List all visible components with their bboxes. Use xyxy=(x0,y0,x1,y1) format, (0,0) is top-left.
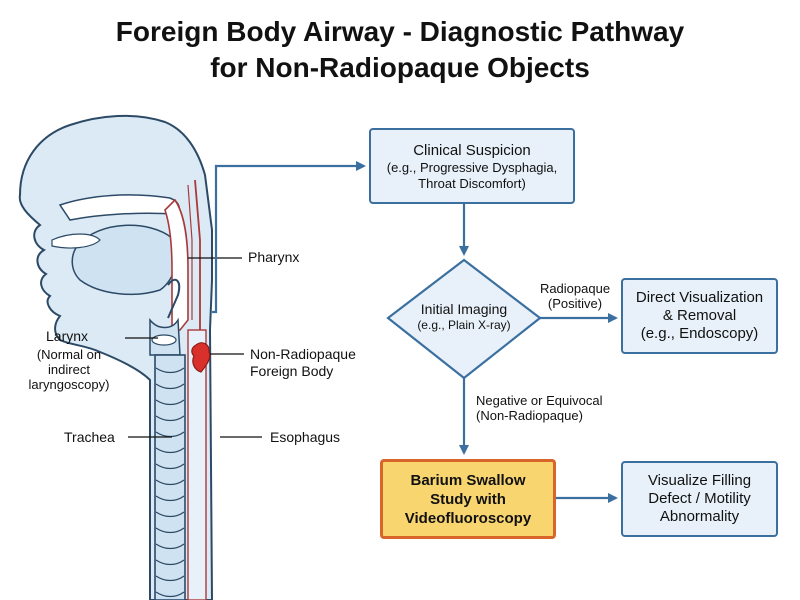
tracheal-ring xyxy=(155,591,185,598)
tracheal-ring xyxy=(155,383,185,390)
larynx-note-line-3: laryngoscopy) xyxy=(28,377,110,392)
foreign-body-shape xyxy=(191,342,211,373)
clinical-suspicion-box: Clinical Suspicion (e.g., Progressive Dy… xyxy=(369,128,575,204)
head-neck-illustration xyxy=(18,114,214,600)
visualize-line-2: Defect / Motility xyxy=(648,490,751,507)
foreign-body-label: Non-Radiopaque Foreign Body xyxy=(250,346,356,380)
tracheal-ring xyxy=(155,559,185,566)
esophagus-label: Esophagus xyxy=(270,429,341,445)
tracheal-ring xyxy=(155,543,185,550)
pharynx-airway xyxy=(164,198,189,331)
trachea-label: Trachea xyxy=(64,429,115,445)
direct-visualization-line-2: & Removal xyxy=(662,307,737,324)
tracheal-ring xyxy=(155,511,185,518)
esophagus-tube xyxy=(187,329,207,600)
clinical-suspicion-example-1: (e.g., Progressive Dysphagia, xyxy=(386,159,558,175)
tracheal-ring xyxy=(155,479,185,486)
clinical-suspicion-example-2: Throat Discomfort) xyxy=(418,175,526,191)
title-line-2: for Non-Radiopaque Objects xyxy=(210,52,590,83)
visualize-filling-defect-box: Visualize Filling Defect / Motility Abno… xyxy=(621,461,778,537)
negative-equivocal-label: Negative or Equivocal (Non-Radiopaque) xyxy=(476,393,602,423)
oral-cavity xyxy=(51,233,101,249)
arrow-anatomy-to-clinical xyxy=(212,161,366,314)
tracheal-rings xyxy=(155,367,185,598)
initial-imaging-text: Initial Imaging (e.g., Plain X-ray) xyxy=(394,300,534,333)
radiopaque-positive-label: Radiopaque (Positive) xyxy=(532,281,618,311)
larynx-label: Larynx xyxy=(46,328,89,344)
tracheal-ring xyxy=(155,367,185,374)
negative-label-line-1: Negative or Equivocal xyxy=(476,393,603,408)
direct-visualization-line-1: Direct Visualization xyxy=(635,289,764,306)
larynx-note-line-2: indirect xyxy=(48,362,90,377)
tongue xyxy=(71,224,178,296)
larynx-note-line-1: (Normal on xyxy=(36,347,102,362)
foreign-body-label-line-2: Foreign Body xyxy=(250,363,334,379)
barium-swallow-line-2: Study with xyxy=(430,490,506,508)
tracheal-ring xyxy=(155,527,185,534)
tracheal-ring xyxy=(155,399,185,406)
title-line-1: Foreign Body Airway - Diagnostic Pathway xyxy=(115,16,685,47)
barium-swallow-box: Barium Swallow Study with Videofluorosco… xyxy=(380,459,556,539)
diagram-title: Foreign Body Airway - Diagnostic Pathway… xyxy=(0,14,800,86)
radiopaque-label-line-2: (Positive) xyxy=(547,296,603,311)
tracheal-ring xyxy=(155,415,185,422)
pharyngeal-mucosa-inner xyxy=(187,184,193,320)
trachea-tube xyxy=(154,354,186,600)
foreign-body-label-line-1: Non-Radiopaque xyxy=(250,346,356,362)
vocal-cords xyxy=(151,334,177,346)
tracheal-ring xyxy=(155,575,185,582)
epiglottis xyxy=(167,278,181,319)
tracheal-ring xyxy=(155,463,185,470)
radiopaque-label-line-1: Radiopaque xyxy=(539,281,611,296)
initial-imaging-example: (e.g., Plain X-ray) xyxy=(417,318,511,332)
visualize-line-3: Abnormality xyxy=(659,508,740,525)
visualize-line-1: Visualize Filling xyxy=(647,472,752,489)
initial-imaging-title: Initial Imaging xyxy=(420,301,508,317)
negative-label-line-2: (Non-Radiopaque) xyxy=(476,408,583,423)
tracheal-ring xyxy=(155,495,185,502)
barium-swallow-line-3: Videofluoroscopy xyxy=(404,509,532,527)
direct-visualization-box: Direct Visualization & Removal (e.g., En… xyxy=(621,278,778,354)
pharynx-label: Pharynx xyxy=(248,249,300,265)
direct-visualization-line-3: (e.g., Endoscopy) xyxy=(640,325,759,342)
clinical-suspicion-title: Clinical Suspicion xyxy=(413,141,531,159)
initial-imaging-diamond xyxy=(386,258,542,380)
tracheal-ring xyxy=(155,447,185,454)
barium-swallow-line-1: Barium Swallow xyxy=(410,471,526,489)
larynx-note: (Normal on indirect laryngoscopy) xyxy=(18,347,120,392)
